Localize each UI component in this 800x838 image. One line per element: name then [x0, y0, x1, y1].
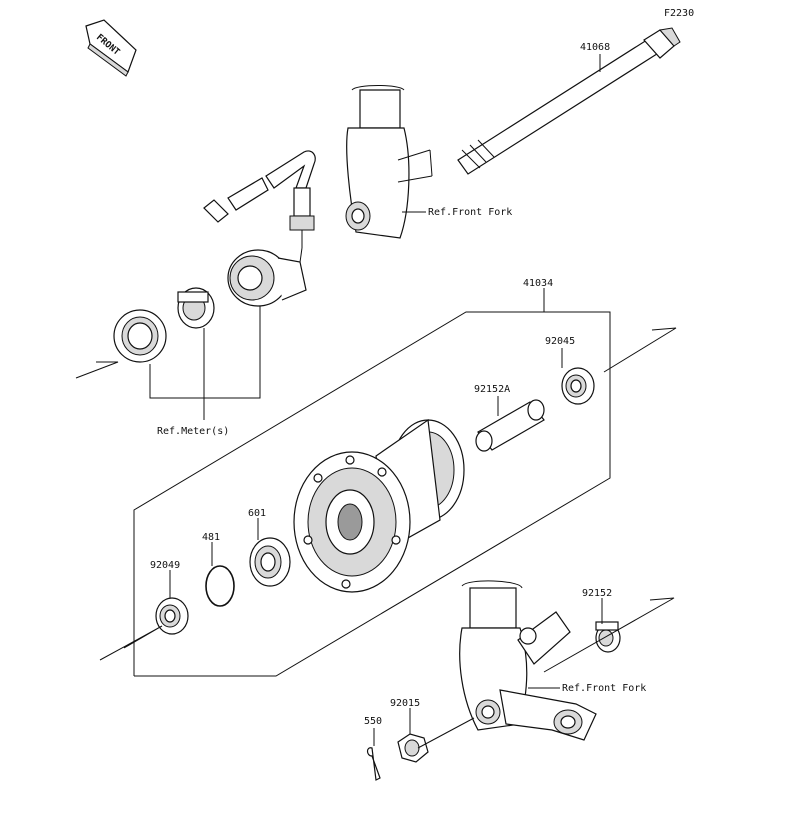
wheel-hub: [293, 418, 465, 593]
oil-seal-part: [155, 597, 189, 635]
collar-left-part: [595, 621, 621, 653]
label-axle-nut: 92015: [390, 698, 420, 709]
label-collar-right: 92045: [545, 336, 575, 347]
label-spacer: 92152A: [474, 384, 510, 395]
dust-seal: [113, 309, 167, 363]
spacer-part: [475, 399, 545, 452]
front-arrow-icon: FRONT: [85, 19, 137, 77]
label-circlip: 481: [202, 532, 220, 543]
meter-drive-gear: [177, 287, 215, 329]
label-bearing: 601: [248, 508, 266, 519]
axle-nut-part: [397, 733, 429, 763]
circlip-part: [205, 565, 235, 607]
label-oil-seal: 92049: [150, 560, 180, 571]
bearing-part: [249, 537, 291, 587]
label-axle: 41068: [580, 42, 610, 53]
centerline-bottom-right: [543, 597, 675, 673]
meter-gear-housing: [227, 249, 307, 307]
label-ref-fork-top: Ref.Front Fork: [428, 207, 512, 218]
axle-part: [457, 27, 681, 175]
label-ref-fork-bottom: Ref.Front Fork: [562, 683, 646, 694]
fork-leg-top: [345, 85, 433, 239]
centerline-top-left: [75, 361, 119, 379]
collar-right-part: [561, 367, 595, 405]
centerline-bottom-left: [99, 625, 163, 661]
label-collar-left: 92152: [582, 588, 612, 599]
diagram-code: F2230: [664, 8, 694, 19]
speedometer-cable: [203, 150, 316, 293]
cotter-pin-part: [366, 747, 381, 781]
hub-group-outline: [133, 311, 611, 677]
leader-ref-meter: [149, 306, 261, 399]
centerline-right: [603, 327, 677, 373]
label-ref-meter: Ref.Meter(s): [157, 426, 229, 437]
label-cotter-pin: 550: [364, 716, 382, 727]
centerline-axle-nut: [417, 717, 475, 749]
label-hub: 41034: [523, 278, 553, 289]
fork-leg-bottom: [459, 580, 597, 741]
